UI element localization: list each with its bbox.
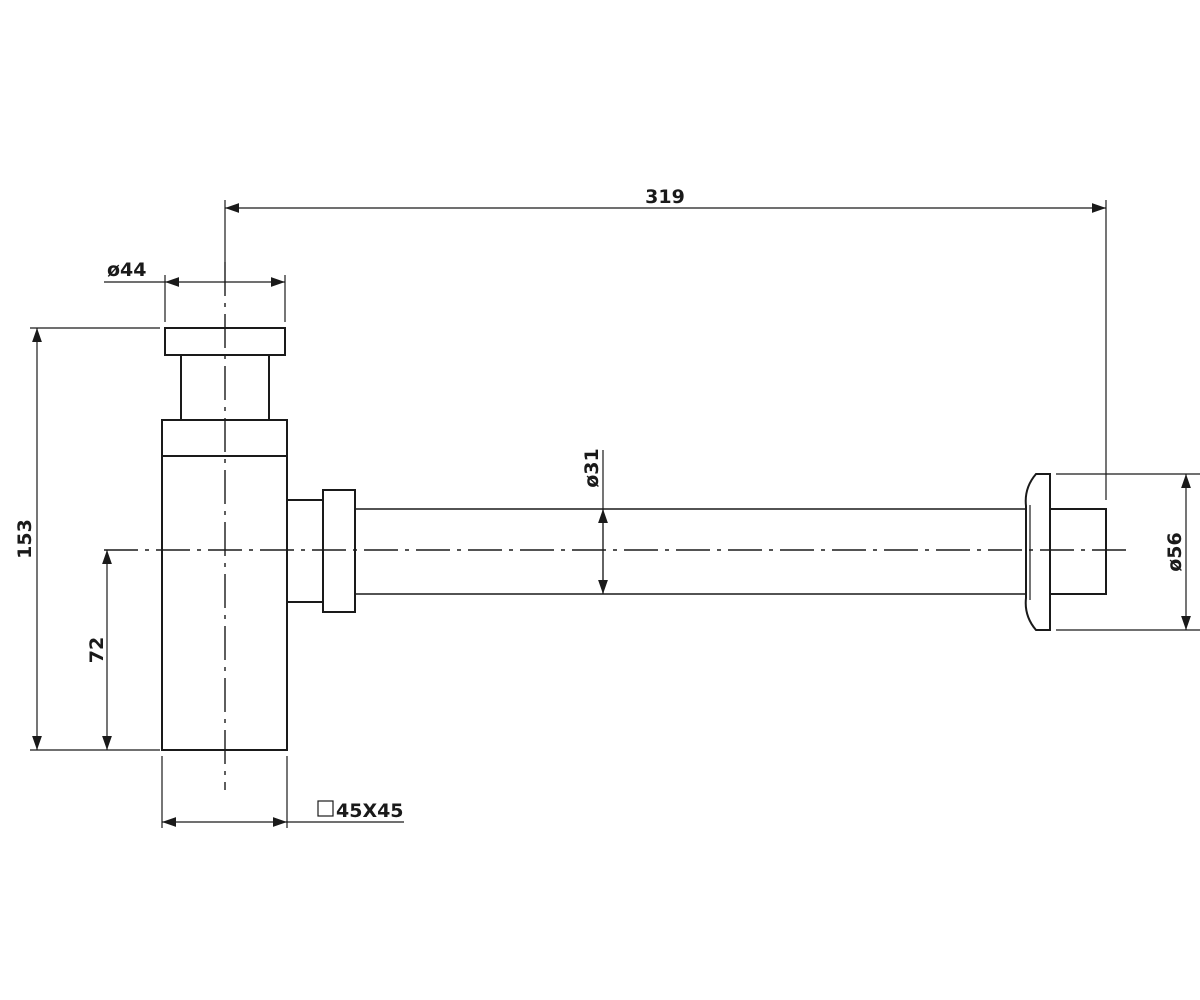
wall-flange	[1024, 473, 1107, 631]
dim-flange-diameter: ø56	[1056, 473, 1200, 631]
dim-body-square: 45X45	[161, 756, 404, 828]
wall-rosette	[1024, 473, 1051, 631]
pipe-diameter-label: ø31	[581, 448, 603, 488]
dim-cap-diameter: ø44	[104, 259, 286, 322]
union-nut	[322, 489, 356, 613]
cap-diameter-label: ø44	[107, 259, 147, 281]
outlet-spigot	[286, 499, 324, 603]
center-lines	[104, 262, 1130, 790]
dim-overall-length: 319	[224, 186, 1107, 500]
outlet-pipe	[355, 508, 1030, 595]
outlet-height-label: 72	[86, 637, 108, 663]
overall-length-label: 319	[645, 186, 685, 208]
square-section-icon	[317, 800, 334, 817]
wall-spigot	[1049, 508, 1107, 595]
dim-total-height: 153	[14, 327, 160, 751]
total-height-label: 153	[14, 519, 36, 559]
dim-outlet-height: 72	[86, 550, 112, 750]
body-square-label: 45X45	[336, 800, 404, 822]
dim-pipe-diameter: ø31	[581, 448, 608, 594]
flange-diameter-label: ø56	[1164, 532, 1186, 572]
outlet-connection	[286, 489, 356, 613]
